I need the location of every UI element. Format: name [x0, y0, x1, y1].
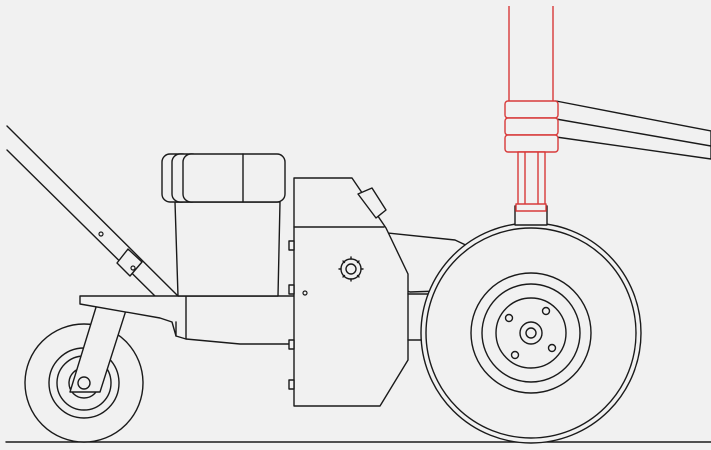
battery-box	[161, 153, 286, 297]
tiller-handle	[6, 125, 179, 300]
highlighted-gear-column	[504, 6, 559, 212]
caster-wheel	[24, 303, 144, 443]
motor-housing	[288, 177, 431, 407]
drive-wheel	[420, 222, 642, 444]
strut-arm	[555, 100, 711, 160]
gear-knob-icon	[338, 256, 364, 282]
